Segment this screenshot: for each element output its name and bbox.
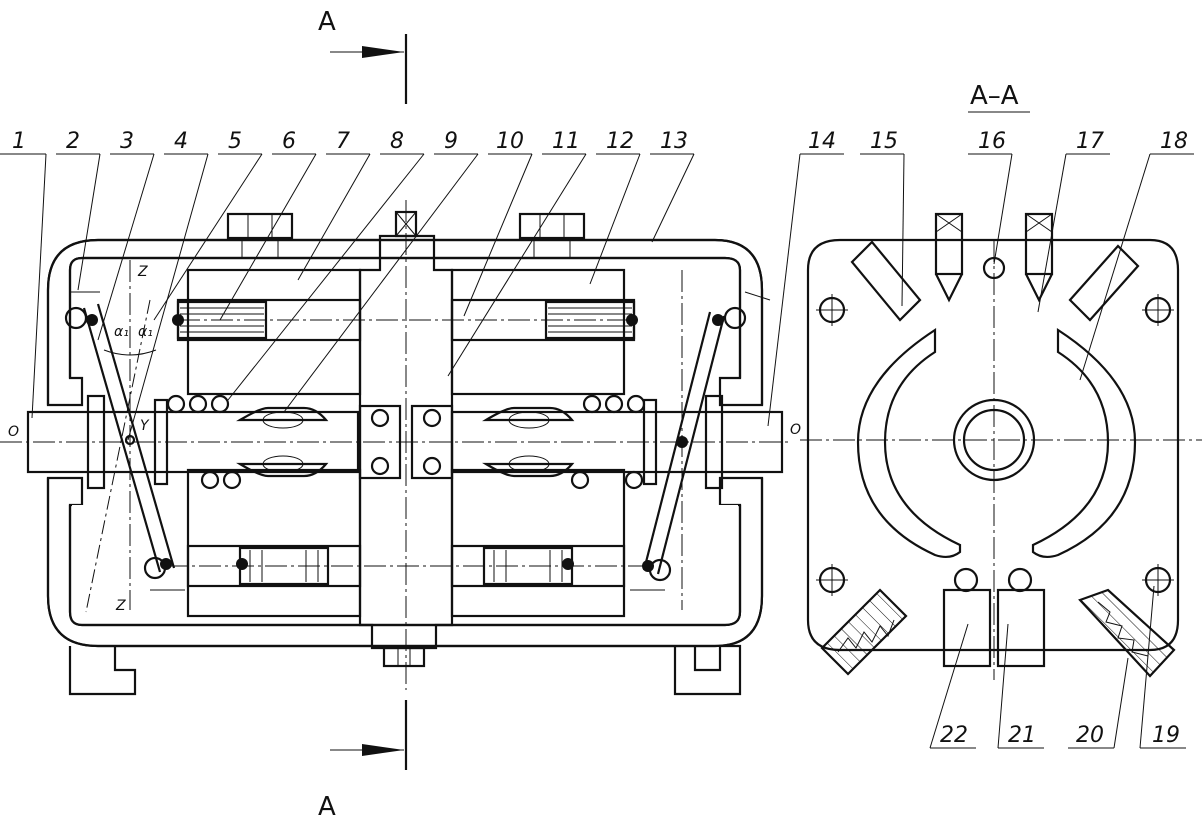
section-letter-bottom: A bbox=[318, 792, 336, 822]
axis-y: Y bbox=[140, 418, 150, 434]
callout-12: 12 bbox=[606, 129, 634, 154]
callout-5: 5 bbox=[228, 129, 242, 154]
axis-o-left: O bbox=[8, 424, 19, 440]
callout-2: 2 bbox=[66, 129, 80, 154]
section-arrow-bottom: A bbox=[318, 700, 408, 822]
callout-1: 1 bbox=[12, 129, 26, 154]
callout-6: 6 bbox=[282, 129, 296, 154]
callout-15: 15 bbox=[870, 129, 898, 154]
callout-9: 9 bbox=[444, 129, 458, 154]
callout-4: 4 bbox=[174, 129, 188, 154]
callout-22: 22 bbox=[940, 723, 968, 748]
callout-8: 8 bbox=[390, 129, 404, 154]
callout-7: 7 bbox=[336, 129, 350, 154]
callout-20: 20 bbox=[1076, 723, 1104, 748]
main-view: O O Z Z Y α₁ α₁ bbox=[0, 200, 801, 696]
callout-numbers-bottom: 22 21 20 19 bbox=[940, 723, 1180, 748]
axis-z-top: Z bbox=[137, 264, 148, 280]
section-view: A–A bbox=[800, 81, 1202, 680]
callout-11: 11 bbox=[552, 129, 580, 154]
callout-21: 21 bbox=[1008, 723, 1036, 748]
section-letter-top: A bbox=[318, 7, 336, 37]
callout-3: 3 bbox=[120, 129, 134, 154]
callout-17: 17 bbox=[1076, 129, 1104, 154]
callout-19: 19 bbox=[1152, 723, 1180, 748]
callout-14: 14 bbox=[808, 129, 836, 154]
callout-numbers-main: 1 2 3 4 5 6 7 8 9 10 11 12 13 14 bbox=[12, 129, 836, 154]
callout-leaders bbox=[0, 153, 1194, 749]
axis-z-bottom: Z bbox=[115, 598, 126, 614]
callout-18: 18 bbox=[1160, 129, 1188, 154]
right-swash-link bbox=[642, 306, 747, 582]
section-body bbox=[806, 238, 1180, 652]
callout-13: 13 bbox=[660, 129, 688, 154]
section-view-title: A–A bbox=[970, 81, 1019, 111]
axis-o-right: O bbox=[790, 422, 801, 438]
section-arrow-top: A bbox=[318, 7, 408, 104]
callout-16: 16 bbox=[978, 129, 1006, 154]
callout-numbers-section: 15 16 17 18 bbox=[870, 129, 1188, 154]
left-swash-link bbox=[64, 303, 176, 580]
angle-alpha-right: α₁ bbox=[138, 324, 153, 340]
angle-alpha-left: α₁ bbox=[114, 324, 129, 340]
callout-10: 10 bbox=[496, 129, 524, 154]
